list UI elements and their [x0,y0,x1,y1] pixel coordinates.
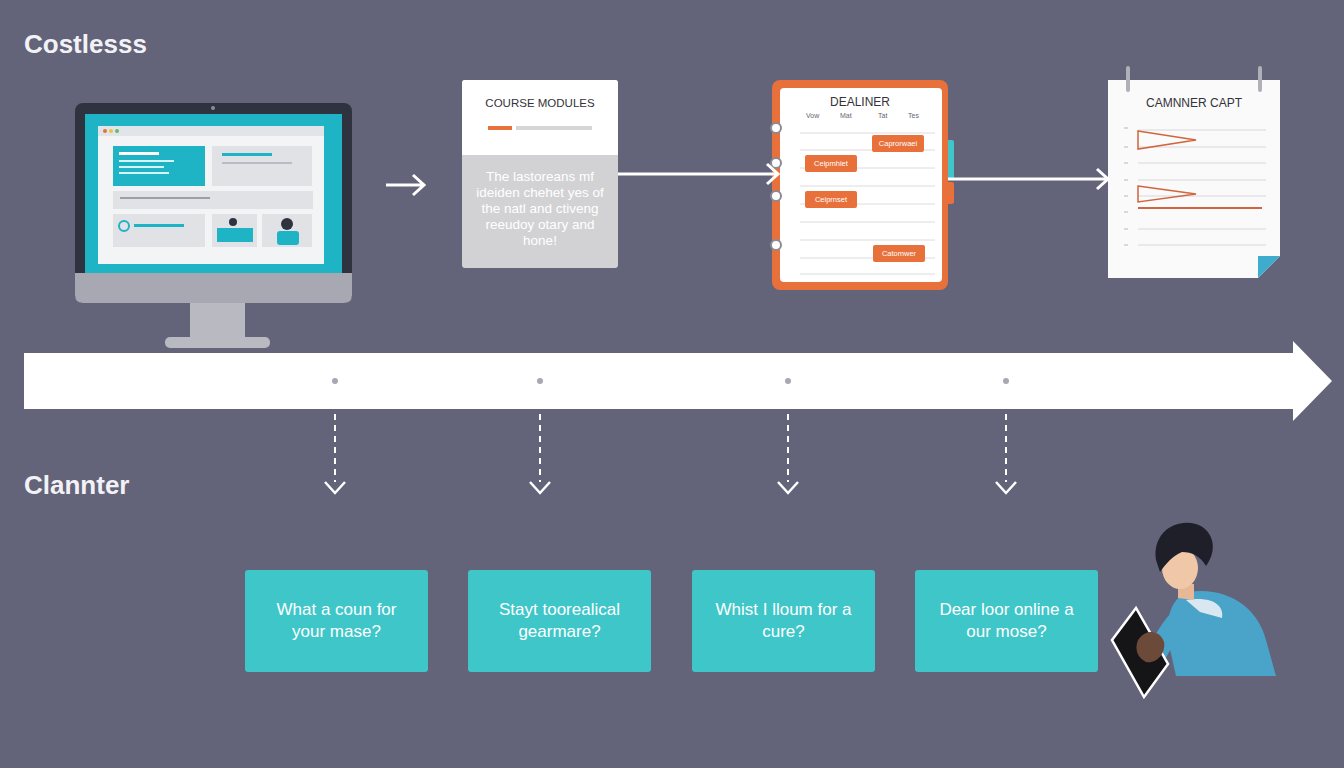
connector-line [618,173,778,176]
question-text: Whist I lloum for a cure? [713,599,854,643]
card-heading: COURSE MODULES [462,97,618,109]
plan-document: CAMNNER CAPT [1108,80,1280,278]
arrow-head [767,164,778,184]
document-heading: CAMNNER CAPT [1108,96,1280,110]
task-tag: Catomwer [873,245,925,262]
task-tag: Ceipmhiet [805,155,857,172]
connector-line [948,178,1108,181]
question-box: Stayt toorealical gearmare? [468,570,651,672]
task-tag-text: Catomwer [882,245,916,262]
task-tag: Caprorwaei [872,135,924,152]
flow-arrow [386,175,424,195]
task-tag-text: Ceiprnset [815,191,847,208]
column-head: Mat [840,112,852,119]
timeline-markers [325,378,1016,493]
module-card-shape [462,80,618,268]
task-tag: Ceiprnset [805,191,857,208]
column-head: Vow [806,112,819,119]
task-tag-text: Caprorwaei [879,135,917,152]
card-body: The lastoreans mf ideiden chehet yes of … [470,169,610,249]
diagram-title: Costlesss [24,29,147,60]
column-head: Tat [878,112,887,119]
flow-connector [618,164,778,184]
question-text: Stayt toorealical gearmare? [489,599,630,643]
person-illustration [1112,523,1276,697]
monitor-illustration [75,103,352,348]
notebook-heading: DEALINER [778,95,942,109]
question-box: Whist I lloum for a cure? [692,570,875,672]
question-box: What a coun for your mase? [245,570,428,672]
module-card: COURSE MODULES The lastoreans mf ideiden … [462,80,618,268]
notebook-shape [771,80,954,290]
question-box: Dear loor online a our mose? [915,570,1098,672]
flow-connector [948,169,1108,189]
question-text: Dear loor online a our mose? [936,599,1077,643]
question-text: What a coun for your mase? [266,599,407,643]
document-shape [1108,66,1280,278]
section-label: Clannter [24,470,129,501]
timeline-arrow [24,341,1332,421]
column-head: Tes [908,112,919,119]
task-tag-text: Ceipmhiet [814,155,848,172]
planner-notebook: DEALINER Vow Mat Tat TesCaprorwaeiCeipmhietC… [778,80,948,290]
arrow-head [1097,169,1108,189]
